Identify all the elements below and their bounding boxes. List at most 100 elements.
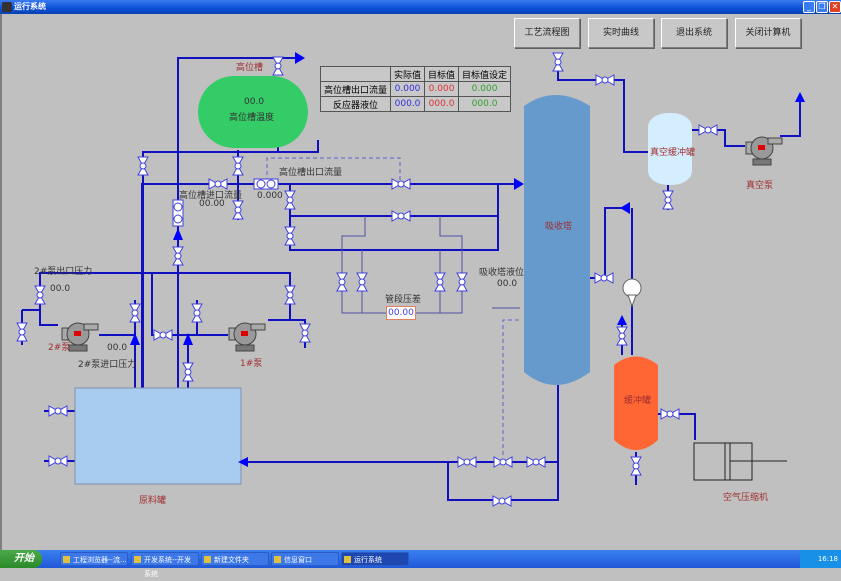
- table-header: 目标值: [424, 66, 460, 82]
- inlet-flow-value: 00.00: [199, 199, 225, 209]
- valve[interactable]: [48, 455, 68, 467]
- absorption-tower: [524, 95, 590, 385]
- valve[interactable]: [594, 272, 614, 284]
- pump2-outlet-pressure-label: 2#泵出口压力: [34, 267, 93, 277]
- task-item[interactable]: 开发系统--开发系统: [131, 552, 199, 578]
- high-tank-temp-label: 高位槽温度: [229, 113, 275, 123]
- task-item-active[interactable]: 运行系统: [341, 552, 409, 566]
- window-title: 运行系统: [14, 2, 46, 11]
- valve[interactable]: [137, 156, 149, 176]
- raw-tank-label: 原料罐: [139, 496, 167, 506]
- vacuum-buffer-label: 真空缓冲罐: [650, 148, 696, 158]
- pump2-label: 2#泵: [48, 343, 71, 353]
- high-tank-label: 高位槽: [236, 63, 264, 73]
- valve[interactable]: [129, 303, 141, 323]
- task-item[interactable]: 工程浏览器--流...: [60, 552, 128, 566]
- pipe-dp-value: 00.00: [386, 306, 416, 320]
- vacuum-pump[interactable]: [745, 136, 783, 166]
- control-valve[interactable]: [493, 456, 513, 468]
- clock: 16:18: [817, 555, 838, 563]
- table-header: [319, 66, 392, 82]
- table-row: 反应器液位 000.0 000.0 000.0: [319, 96, 512, 112]
- inlet-flow-label: 高位槽进口流量: [179, 191, 243, 201]
- minimize-button[interactable]: _: [803, 1, 815, 13]
- valve[interactable]: [284, 226, 296, 246]
- taskbar: 开始 工程浏览器--流... 开发系统--开发系统 新建文件夹 信息窗口 运行系…: [0, 550, 841, 578]
- pump2-inlet-pressure-value: 00.0: [107, 343, 128, 353]
- compressor-label: 空气压缩机: [723, 493, 769, 503]
- app-icon: [63, 556, 70, 563]
- process-diagram: [16, 52, 805, 507]
- shutdown-button[interactable]: 关闭计算机: [735, 18, 801, 48]
- table-header: 目标值设定: [458, 66, 512, 82]
- table-row: 高位槽出口流量 0.000 0.000 0.000: [319, 81, 512, 97]
- valve[interactable]: [191, 303, 203, 323]
- table-header: 实际值: [390, 66, 426, 82]
- realtime-curve-button[interactable]: 实时曲线: [588, 18, 654, 48]
- vacuum-pump-label: 真空泵: [746, 181, 774, 191]
- valve[interactable]: [492, 495, 512, 507]
- close-button[interactable]: ✕: [829, 1, 841, 13]
- task-item[interactable]: 信息窗口: [271, 552, 339, 566]
- restore-button[interactable]: ❐: [816, 1, 828, 13]
- pump2-inlet-pressure-label: 2#泵进口压力: [78, 360, 137, 370]
- valve[interactable]: [172, 246, 184, 266]
- valve[interactable]: [630, 456, 642, 476]
- pump1-label: 1#泵: [240, 359, 263, 369]
- high-tank: [198, 76, 308, 148]
- buffer-tank: [614, 356, 658, 450]
- valve[interactable]: [434, 272, 446, 292]
- valve[interactable]: [457, 456, 477, 468]
- flow-meter: [622, 278, 642, 298]
- valve[interactable]: [153, 329, 173, 341]
- valve[interactable]: [595, 74, 615, 86]
- pipe-dp-label: 管段压差: [385, 295, 422, 305]
- valve[interactable]: [662, 190, 674, 210]
- air-compressor: [693, 442, 787, 481]
- app-icon: [134, 556, 141, 563]
- raw-material-tank: [74, 387, 242, 485]
- title-bar: 运行系统 _ ❐ ✕: [0, 0, 841, 14]
- pump2-outlet-pressure-value: 00.0: [50, 284, 71, 294]
- vacuum-buffer-tank: [648, 113, 692, 185]
- start-button[interactable]: 开始: [0, 550, 42, 568]
- tower-level-value: 00.0: [497, 279, 518, 289]
- valve[interactable]: [456, 272, 468, 292]
- exit-system-button[interactable]: 退出系统: [661, 18, 727, 48]
- valve[interactable]: [336, 272, 348, 292]
- valve[interactable]: [48, 405, 68, 417]
- system-tray: 16:18: [800, 550, 841, 568]
- process-flow-button[interactable]: 工艺流程图: [514, 18, 580, 48]
- outlet-flowmeter: [253, 178, 279, 190]
- valve[interactable]: [299, 323, 311, 343]
- valve[interactable]: [34, 285, 46, 305]
- outlet-flow-label: 高位槽出口流量: [279, 168, 343, 178]
- valve[interactable]: [272, 56, 284, 76]
- valve[interactable]: [552, 52, 564, 72]
- task-item[interactable]: 新建文件夹: [201, 552, 269, 566]
- valve[interactable]: [660, 408, 680, 420]
- valve[interactable]: [391, 210, 411, 222]
- buffer-tank-label: 缓冲罐: [624, 396, 652, 406]
- data-table: 实际值 目标值 目标值设定 高位槽出口流量 0.000 0.000 0.000 …: [319, 66, 512, 112]
- tower-label: 吸收塔: [545, 222, 573, 232]
- valve[interactable]: [526, 456, 546, 468]
- valve[interactable]: [284, 285, 296, 305]
- valve[interactable]: [232, 200, 244, 220]
- folder-icon: [204, 556, 211, 563]
- app-icon: [2, 2, 12, 12]
- valve[interactable]: [16, 322, 28, 342]
- valve[interactable]: [356, 272, 368, 292]
- valve[interactable]: [182, 362, 194, 382]
- pump-1[interactable]: [228, 322, 266, 352]
- info-icon: [274, 556, 281, 563]
- tower-level-label: 吸收塔液位: [479, 268, 525, 278]
- valve[interactable]: [698, 124, 718, 136]
- control-valve[interactable]: [391, 178, 411, 190]
- valve[interactable]: [232, 156, 244, 176]
- valve[interactable]: [284, 190, 296, 210]
- inlet-flowmeter: [172, 199, 184, 227]
- valve[interactable]: [616, 326, 628, 346]
- client-area: [0, 14, 841, 550]
- app-icon: [344, 556, 351, 563]
